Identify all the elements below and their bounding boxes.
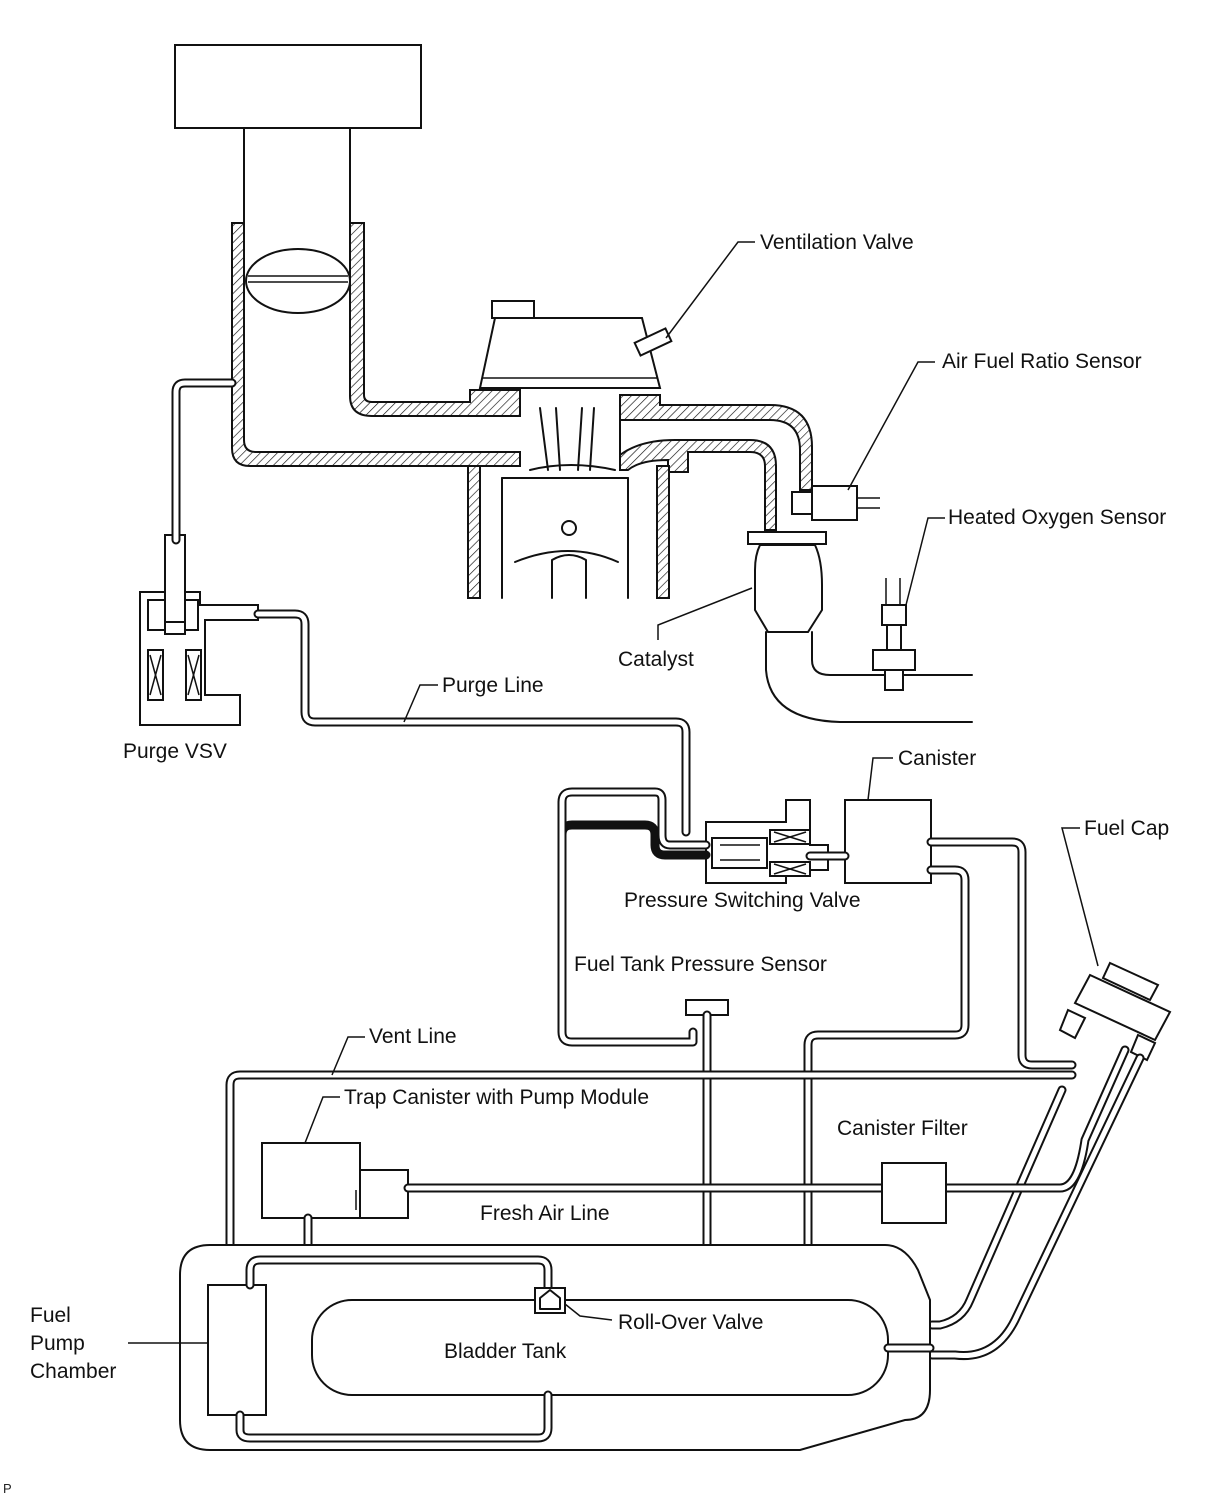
- pressure-switching-valve: [705, 799, 829, 884]
- bladder-tank: [311, 1299, 935, 1396]
- label-fuel-cap: Fuel Cap: [1084, 817, 1169, 840]
- label-heated-oxygen-sensor: Heated Oxygen Sensor: [948, 506, 1166, 529]
- intake-to-vsv-line: [171, 378, 237, 545]
- label-fuel-pump-chamber-1: Fuel: [30, 1304, 71, 1327]
- label-fresh-air-line: Fresh Air Line: [480, 1202, 610, 1225]
- tank-internal-line: [235, 1255, 553, 1443]
- label-purge-vsv: Purge VSV: [123, 740, 227, 763]
- cylinder-block: [467, 465, 670, 599]
- label-bladder-tank: Bladder Tank: [444, 1340, 567, 1363]
- air-fuel-ratio-sensor: [791, 485, 880, 521]
- label-canister: Canister: [898, 747, 976, 770]
- psv-to-tank-line: [557, 787, 711, 1047]
- purge-vsv: [139, 534, 259, 726]
- cylinder-head: [478, 300, 662, 471]
- label-fuel-pump-chamber-2: Pump: [30, 1332, 85, 1355]
- fuel-pump-chamber: [207, 1284, 267, 1416]
- label-fuel-tank-pressure-sensor: Fuel Tank Pressure Sensor: [574, 953, 827, 976]
- intake-manifold: [231, 222, 813, 531]
- fuel-tank-pressure-sensor: [685, 999, 729, 1253]
- label-trap-canister: Trap Canister with Pump Module: [344, 1086, 649, 1109]
- purge-line: [253, 609, 691, 837]
- figure-mark: P: [3, 1481, 12, 1496]
- label-pressure-switching-valve: Pressure Switching Valve: [624, 889, 861, 912]
- exhaust-pipe: [765, 631, 973, 723]
- label-vent-line: Vent Line: [369, 1025, 457, 1048]
- vent-line: [225, 1070, 1077, 1290]
- throttle-valve: [245, 248, 351, 314]
- roll-over-valve: [534, 1287, 566, 1314]
- label-canister-filter: Canister Filter: [837, 1117, 968, 1140]
- canister: [805, 799, 932, 884]
- air-cleaner: [174, 44, 422, 129]
- label-catalyst: Catalyst: [618, 648, 694, 671]
- canister-to-fuel-cap-line: [926, 837, 1077, 1070]
- filler-neck: [927, 1045, 1145, 1361]
- catalyst: [747, 531, 827, 633]
- canister-to-tank-line: [803, 865, 970, 1253]
- leader-lines: [128, 241, 1099, 1344]
- canister-filter: [881, 1162, 947, 1224]
- label-ventilation-valve: Ventilation Valve: [760, 231, 914, 254]
- fuel-cap: [1058, 961, 1172, 1062]
- label-fuel-pump-chamber-3: Chamber: [30, 1360, 116, 1383]
- heated-oxygen-sensor: [872, 578, 916, 691]
- label-purge-line: Purge Line: [442, 674, 544, 697]
- intake-pipe: [243, 127, 351, 226]
- label-air-fuel-ratio-sensor: Air Fuel Ratio Sensor: [942, 350, 1142, 373]
- trap-canister: [261, 1142, 409, 1253]
- label-roll-over-valve: Roll-Over Valve: [618, 1311, 763, 1334]
